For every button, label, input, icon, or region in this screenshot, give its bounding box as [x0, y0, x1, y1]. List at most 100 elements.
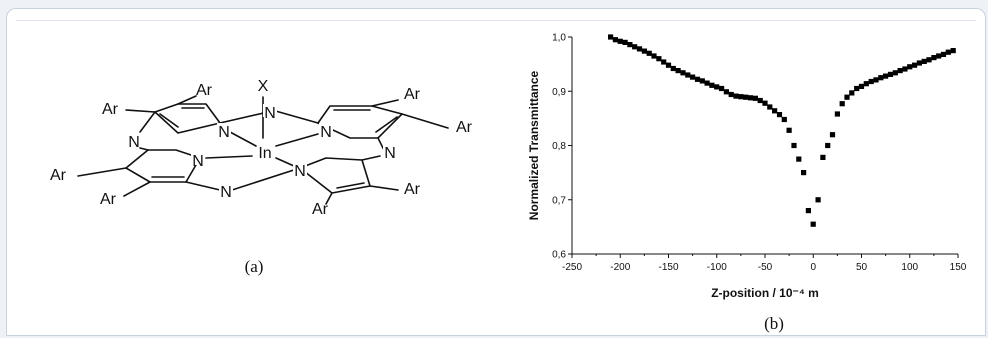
data-point — [747, 95, 754, 101]
data-point — [757, 97, 763, 104]
data-point — [776, 112, 783, 118]
data-point — [897, 68, 903, 74]
data-point — [950, 48, 956, 54]
data-point — [892, 70, 898, 76]
data-point — [612, 37, 618, 43]
data-point — [786, 127, 792, 133]
data-point — [810, 221, 816, 227]
label-backdrop — [263, 104, 277, 117]
data-point — [781, 116, 787, 123]
figure-panel — [6, 8, 986, 336]
data-point — [665, 62, 672, 68]
data-point — [617, 38, 623, 44]
bond — [325, 192, 333, 205]
data-point — [801, 170, 807, 176]
data-point — [608, 34, 614, 40]
data-point — [670, 65, 676, 72]
nitrogen-label: N — [384, 145, 396, 162]
data-point — [646, 50, 652, 56]
data-point — [752, 95, 758, 101]
data-point — [854, 85, 860, 92]
data-point — [694, 76, 701, 82]
y-tick-label: 0,7 — [552, 195, 566, 206]
data-point — [656, 56, 662, 62]
y-tick-label: 0,6 — [552, 250, 566, 261]
aryl-label: Ar — [196, 82, 213, 99]
data-point — [912, 62, 918, 68]
bond — [77, 167, 127, 177]
data-point — [767, 104, 773, 110]
bond — [371, 99, 399, 107]
data-point — [796, 156, 802, 162]
data-point — [627, 42, 633, 48]
data-point — [791, 142, 797, 149]
bond — [231, 167, 301, 191]
data-point — [661, 59, 667, 65]
data-point — [743, 94, 749, 100]
bond — [271, 109, 319, 124]
data-point — [839, 101, 845, 107]
data-point — [926, 57, 932, 63]
data-point — [815, 197, 821, 203]
y-tick-label: 0,8 — [552, 141, 566, 152]
data-point — [622, 39, 628, 45]
data-point — [945, 49, 951, 55]
x-tick-label: -100 — [707, 262, 727, 273]
data-point — [863, 81, 869, 87]
label-backdrop — [293, 162, 307, 175]
data-point — [719, 85, 725, 92]
divider — [16, 20, 976, 21]
nitrogen-label: N — [218, 124, 230, 141]
nitrogen-label: N — [220, 184, 232, 201]
nitrogen-label: N — [294, 163, 306, 180]
bond — [139, 147, 149, 151]
aryl-label: Ar — [50, 167, 67, 184]
data-point — [641, 48, 647, 54]
aryl-label: Ar — [456, 119, 473, 136]
bond — [177, 95, 197, 105]
data-point — [680, 70, 686, 76]
aryl-label: Ar — [100, 191, 117, 208]
data-point — [704, 80, 710, 86]
data-point — [636, 46, 643, 52]
y-tick-label: 0,9 — [552, 87, 566, 98]
data-point — [916, 60, 922, 66]
data-point — [709, 82, 715, 88]
data-point — [690, 74, 696, 80]
data-point — [820, 154, 826, 160]
x-tick-label: -200 — [610, 262, 630, 273]
label-backdrop — [219, 183, 233, 196]
bond — [159, 113, 179, 128]
data-point — [805, 208, 811, 214]
data-point — [772, 108, 778, 114]
bond — [375, 116, 398, 133]
metal-in-label: In — [258, 145, 271, 162]
label-backdrop — [217, 123, 231, 136]
data-point — [902, 66, 908, 72]
data-point — [931, 55, 937, 61]
bond — [369, 185, 399, 191]
data-point — [723, 89, 729, 95]
aryl-label: Ar — [102, 101, 119, 118]
data-point — [844, 94, 850, 100]
nitrogen-label: N — [320, 124, 332, 141]
x-tick-label: -150 — [658, 262, 678, 273]
data-point — [738, 94, 744, 100]
nitrogen-label: N — [264, 105, 276, 122]
ligand-x-label: X — [258, 78, 269, 95]
indium-porphyrazine-structure-icon — [77, 95, 449, 205]
data-point — [907, 64, 913, 70]
caption-b: (b) — [764, 314, 784, 333]
data-point — [699, 78, 705, 84]
data-point — [868, 78, 874, 85]
bond — [205, 155, 253, 159]
bond — [401, 113, 449, 129]
data-point — [825, 142, 831, 149]
x-tick-label: -50 — [758, 262, 773, 273]
data-point — [829, 132, 836, 138]
bond — [229, 131, 257, 147]
